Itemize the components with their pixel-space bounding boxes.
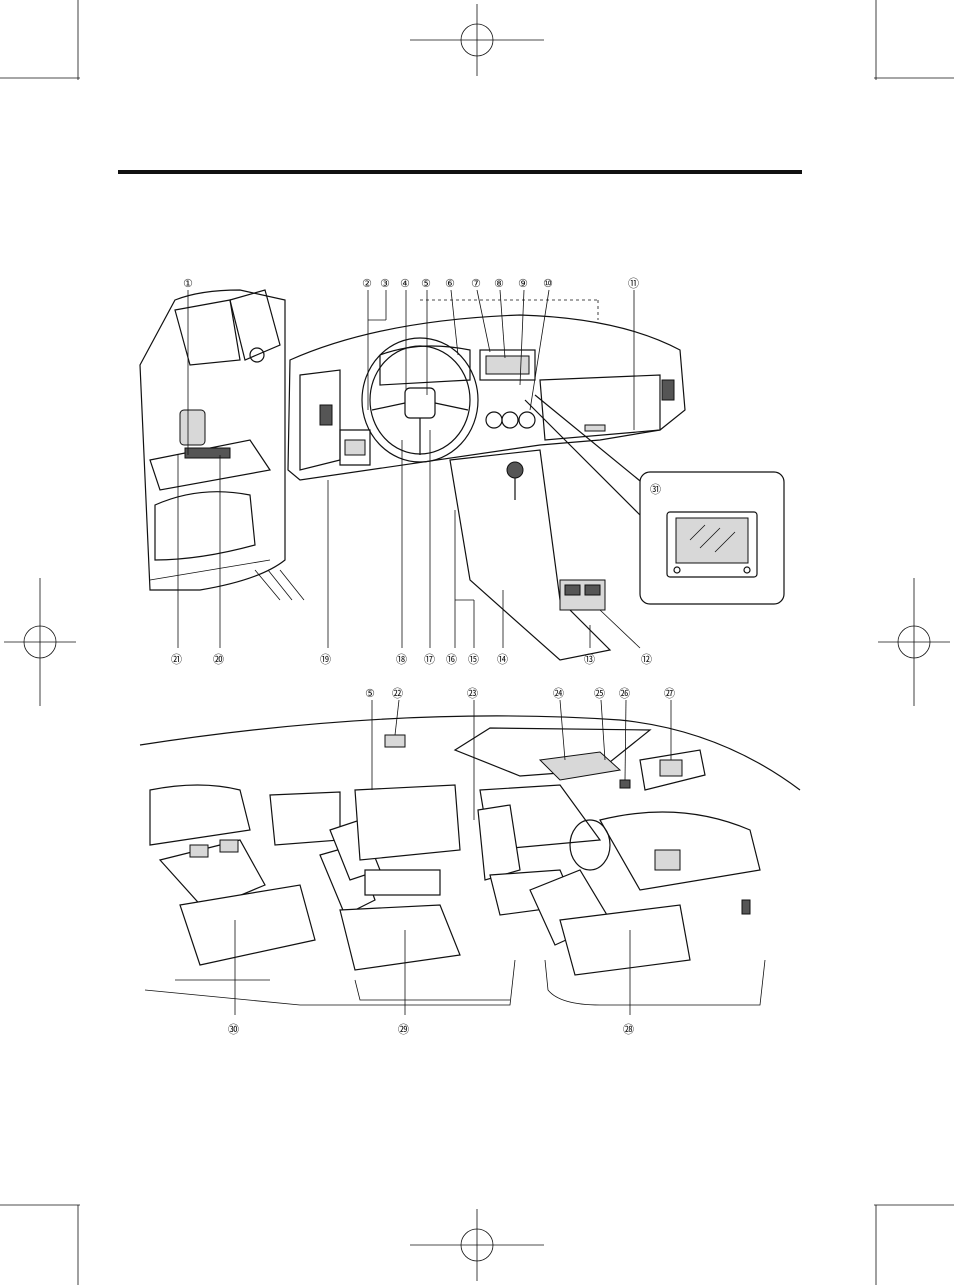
callout-31: ㉛	[650, 483, 661, 496]
dashboard-illustration	[140, 290, 685, 660]
callout-5: ⑤	[421, 277, 431, 290]
callout-12: ⑫	[641, 653, 652, 666]
callout-14: ⑭	[497, 653, 508, 666]
cabin-illustration	[140, 716, 800, 1005]
callout-15: ⑮	[468, 653, 479, 666]
callout-26: ㉖	[619, 687, 630, 700]
callout-16: ⑯	[446, 653, 457, 666]
callout-20: ⑳	[213, 653, 224, 666]
callout-10: ⑩	[543, 277, 553, 290]
callout-1: ①	[183, 277, 193, 290]
callout-7: ⑦	[471, 277, 481, 290]
callout-28: ㉘	[623, 1023, 634, 1036]
callout-8: ⑧	[494, 277, 504, 290]
callout-25: ㉕	[594, 687, 605, 700]
callout-2: ②	[362, 277, 372, 290]
header-rule	[118, 170, 802, 174]
callout-30: ㉚	[228, 1023, 239, 1036]
display-inset	[525, 395, 784, 604]
callout-9: ⑨	[518, 277, 528, 290]
callout-24: ㉔	[553, 687, 564, 700]
callout-23: ㉓	[467, 687, 478, 700]
callout-19: ⑲	[320, 653, 331, 666]
callout-11: ⑪	[628, 277, 639, 290]
callout-4: ④	[400, 277, 410, 290]
callout-6: ⑥	[445, 277, 455, 290]
callout-13: ⑬	[584, 653, 595, 666]
callout-5b: ⑤	[365, 687, 375, 700]
callout-17: ⑰	[424, 653, 435, 666]
callout-22: ㉒	[392, 687, 403, 700]
callout-21: ㉑	[171, 653, 182, 666]
bottom-callouts: ⑤ ㉒ ㉓ ㉔ ㉕ ㉖ ㉗ ㉚ ㉙ ㉘	[228, 687, 675, 1036]
callout-29: ㉙	[398, 1023, 409, 1036]
callout-18: ⑱	[396, 653, 407, 666]
callout-27: ㉗	[664, 687, 675, 700]
callout-3: ③	[380, 277, 390, 290]
